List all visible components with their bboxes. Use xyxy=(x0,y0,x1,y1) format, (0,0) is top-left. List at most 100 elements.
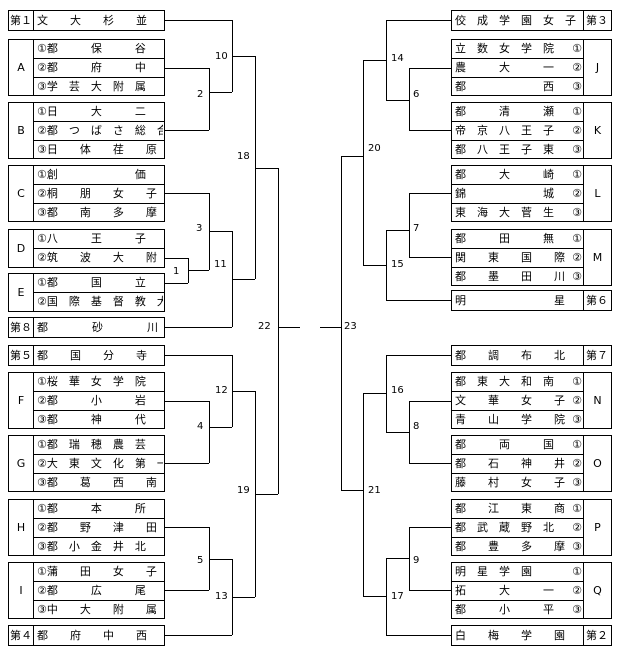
bracket-line xyxy=(341,490,363,491)
divider xyxy=(33,454,165,455)
bracket-line xyxy=(255,168,278,169)
group-label-f: F xyxy=(8,372,34,429)
seed-box-right-2 xyxy=(451,625,612,646)
bracket-line xyxy=(165,193,209,194)
team-row: ②都 広 尾 xyxy=(37,584,146,597)
team-row: ②筑 波 大 附 属 xyxy=(37,251,163,264)
divider xyxy=(33,292,165,293)
divider xyxy=(583,10,584,31)
group-box-a xyxy=(33,39,165,96)
divider xyxy=(33,473,165,474)
bracket-line xyxy=(165,283,188,284)
bracket-line xyxy=(409,527,410,590)
seed-box-left-8 xyxy=(8,317,165,338)
match-number: 6 xyxy=(412,89,421,101)
bracket-line xyxy=(209,559,232,560)
match-number: 17 xyxy=(390,591,405,603)
bracket-line xyxy=(165,258,188,259)
bracket-line xyxy=(409,68,410,130)
seed-box-right-7 xyxy=(451,345,612,366)
bracket-line xyxy=(409,401,410,463)
group-label-o: O xyxy=(583,435,612,492)
bracket-line xyxy=(409,68,451,69)
divider xyxy=(33,121,165,122)
bracket-line xyxy=(165,527,209,528)
team-row: ①都 本 所 xyxy=(37,502,146,515)
bracket-line xyxy=(363,60,386,61)
match-number: 16 xyxy=(390,385,405,397)
divider xyxy=(33,317,34,338)
group-box-q xyxy=(451,562,584,619)
group-label-p: P xyxy=(583,499,612,556)
bracket-line xyxy=(409,401,451,402)
seed-label: 第７ xyxy=(586,349,608,362)
team-name: 白 梅 学 園 xyxy=(455,629,565,642)
group-box-k xyxy=(451,102,584,159)
divider xyxy=(451,184,584,185)
group-box-f xyxy=(33,372,165,429)
bracket-line xyxy=(386,300,451,301)
group-label-j: J xyxy=(583,39,612,96)
team-row: ①創 価 xyxy=(37,168,146,181)
divider xyxy=(451,77,584,78)
seed-label: 第３ xyxy=(586,14,608,27)
group-box-h xyxy=(33,499,165,556)
group-box-l xyxy=(451,165,584,222)
match-number: 4 xyxy=(196,421,205,433)
divider xyxy=(451,473,584,474)
bracket-line xyxy=(165,68,209,69)
bracket-line xyxy=(386,230,387,300)
match-number: 15 xyxy=(390,259,405,271)
match-number: 1 xyxy=(172,266,181,278)
divider xyxy=(451,600,584,601)
seed-label: 第５ xyxy=(10,349,32,362)
seed-label: 第１ xyxy=(10,14,32,27)
final-line-left xyxy=(278,327,300,328)
divider xyxy=(451,581,584,582)
bracket-line xyxy=(363,60,364,265)
bracket-line xyxy=(386,20,451,21)
seed-label: 第４ xyxy=(10,629,32,642)
match-number: 13 xyxy=(214,591,229,603)
bracket-line xyxy=(165,355,232,356)
match-number: 7 xyxy=(412,223,421,235)
bracket-line xyxy=(255,494,278,495)
match-number: 2 xyxy=(196,89,205,101)
bracket-line xyxy=(165,590,209,591)
divider xyxy=(33,184,165,185)
bracket-line xyxy=(209,92,232,93)
bracket-line xyxy=(232,391,255,392)
divider xyxy=(33,345,34,366)
team-row: ③都 南 多 摩 xyxy=(37,206,157,219)
match-number: 23 xyxy=(343,321,358,333)
team-name: 佼 成 学 園 女 子 xyxy=(455,14,576,27)
team-row: ①八 王 子 xyxy=(37,232,146,245)
match-number: 19 xyxy=(236,485,251,497)
team-row: ②都 つ ば さ 総 合 xyxy=(37,124,163,137)
divider xyxy=(451,58,584,59)
team-row: ③日 体 荏 原 xyxy=(37,143,157,156)
team-row: ②桐 朋 女 子 xyxy=(37,187,157,200)
divider xyxy=(451,203,584,204)
bracket-line xyxy=(232,56,255,57)
match-number: 3 xyxy=(195,223,204,235)
team-row: ①都 瑞 穂 農 芸 xyxy=(37,438,146,451)
group-box-n xyxy=(451,372,584,429)
bracket-line xyxy=(165,401,209,402)
divider xyxy=(451,454,584,455)
group-box-o xyxy=(451,435,584,492)
team-row: ①桜 華 女 学 院 xyxy=(37,375,146,388)
bracket-line xyxy=(409,130,451,131)
divider xyxy=(33,600,165,601)
